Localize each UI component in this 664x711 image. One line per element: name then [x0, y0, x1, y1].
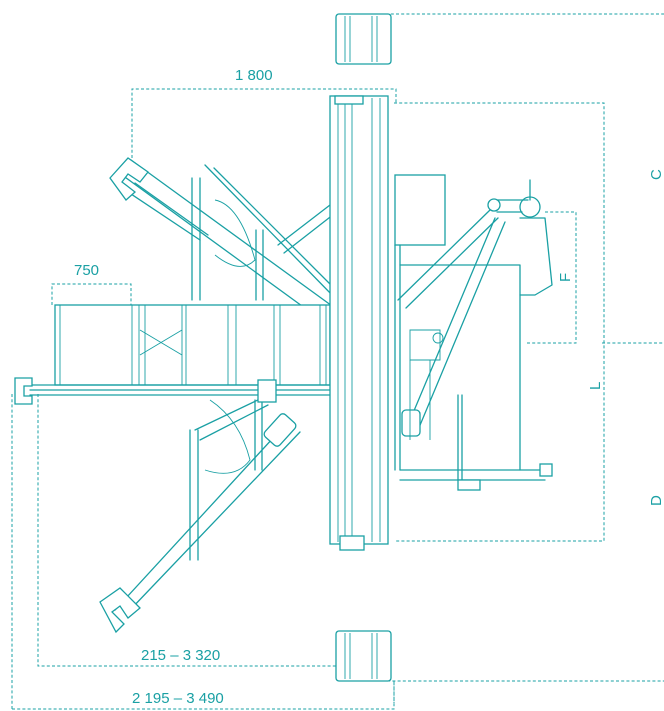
wheel-bottom [335, 630, 392, 682]
dimension-left-width: 750 [74, 262, 99, 279]
left-beam [14, 304, 353, 405]
dimension-bottom-outer: 2 195 – 3 490 [132, 690, 224, 707]
wheel-top [335, 13, 392, 65]
dimension-f: F [557, 273, 574, 282]
upper-arm [109, 157, 340, 331]
dimension-d: D [648, 495, 664, 506]
central-column [329, 95, 389, 551]
dimension-top-width: 1 800 [235, 67, 273, 84]
dimension-lines [11, 13, 664, 711]
dimension-c: C [648, 169, 664, 180]
dimension-l: L [587, 382, 604, 390]
lower-arm [99, 397, 301, 634]
dimension-bottom-inner: 215 – 3 320 [141, 647, 220, 664]
right-mechanism [394, 174, 553, 491]
